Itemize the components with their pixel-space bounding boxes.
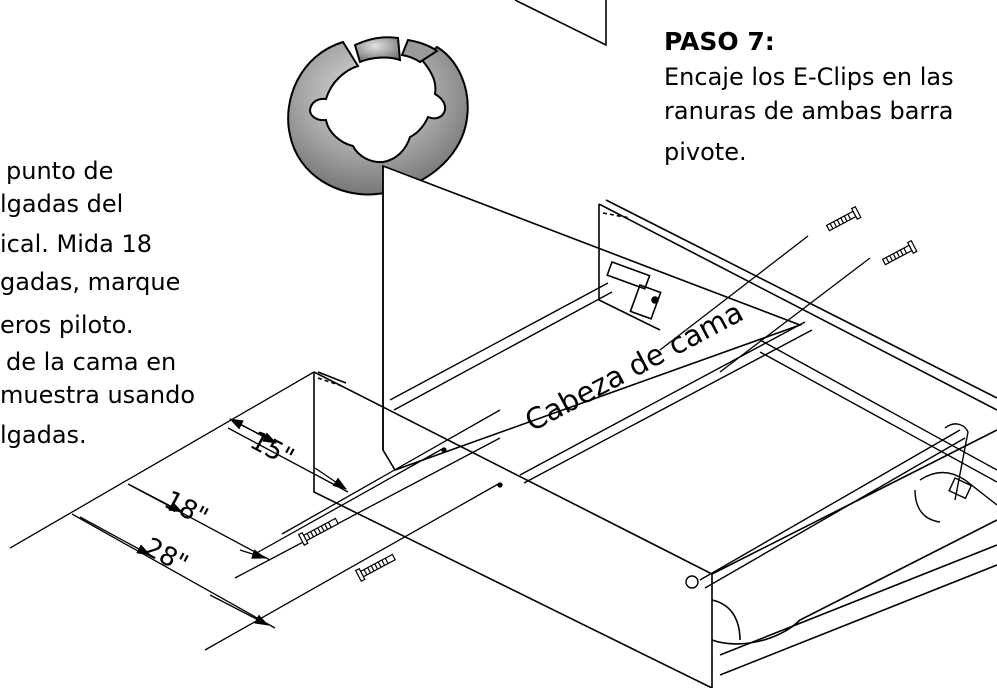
step-text-line: Encaje los E-Clips en las — [664, 63, 954, 91]
left-text-line: muestra usando — [0, 381, 196, 409]
far-rail — [598, 199, 997, 411]
dimension-28: 28" — [139, 532, 193, 580]
left-text-line: punto de — [6, 157, 114, 185]
bed-frame-rails — [389, 282, 997, 589]
screw-icon — [297, 517, 340, 546]
step-text-line: ranuras de ambas barra — [664, 97, 954, 125]
left-text-line: de la cama en — [6, 348, 177, 376]
pivot-mechanism — [685, 423, 997, 589]
dimension-lines — [9, 235, 871, 651]
front-panel — [313, 371, 997, 688]
left-text-line: eros piloto. — [0, 311, 134, 339]
left-text-line: ical. Mida 18 — [0, 230, 152, 258]
screw-icon — [825, 205, 862, 232]
step-title: PASO 7: — [664, 27, 775, 56]
e-clip-icon — [287, 36, 469, 196]
left-text-line: gadas, marque — [0, 268, 181, 296]
dimension-15: 15" — [245, 426, 299, 474]
screw-icon — [881, 239, 918, 266]
left-text-line: lgadas. — [0, 421, 87, 449]
step-text-line: pivote. — [664, 138, 747, 166]
top-panel — [514, 0, 607, 47]
left-text-line: lgadas del — [0, 190, 124, 218]
screw-icon — [354, 553, 397, 582]
